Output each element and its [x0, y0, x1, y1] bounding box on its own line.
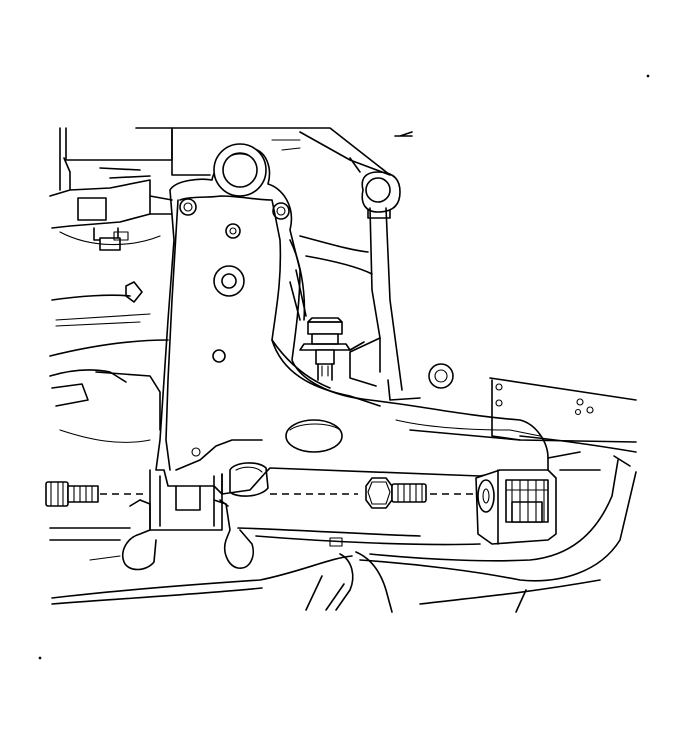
front-bolt: [45, 481, 99, 507]
brake-hose-area: [49, 281, 169, 443]
subframe: [38, 459, 637, 660]
rear-bolt: [365, 477, 427, 509]
front-lower-control-arm: [155, 143, 549, 495]
steering-knuckle-housing: [49, 157, 173, 251]
front-bushing-bracket: [122, 462, 269, 571]
ball-joint: [299, 317, 365, 381]
rear-bushing: [475, 469, 557, 545]
upper-body-structure: [59, 127, 413, 191]
stabilizer-link: [361, 171, 403, 391]
right-body-structure: [289, 74, 650, 471]
